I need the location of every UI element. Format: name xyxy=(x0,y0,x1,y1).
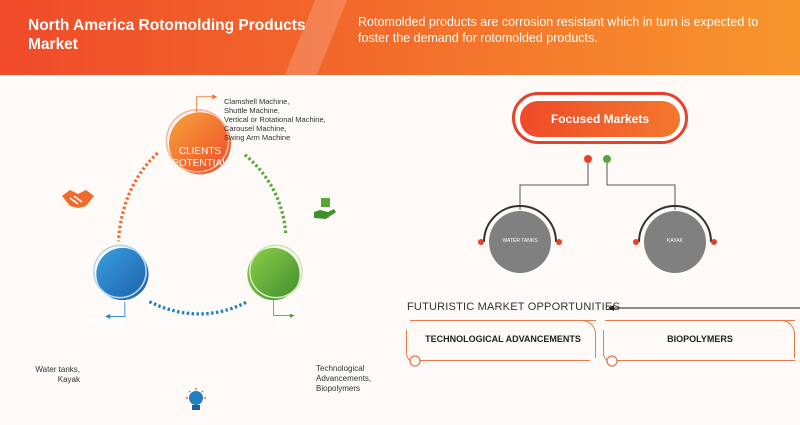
hot-bets-label: HOT BETS xyxy=(258,306,322,330)
opportunity-box-bio-bottom xyxy=(617,360,795,361)
client-focus-notes: Water tanks, Kayak xyxy=(20,365,80,385)
arc-green xyxy=(243,153,288,234)
opportunities-title: FUTURISTIC MARKET OPPORTUNITIES xyxy=(407,301,620,313)
opportunity-biopolymers: BIOPOLYMERS xyxy=(667,334,733,344)
opportunities-arrow xyxy=(608,305,800,311)
arc-orange xyxy=(116,151,159,242)
note-line: Water tanks, xyxy=(35,365,80,374)
client-focus-line1: CLIENT xyxy=(87,306,123,317)
header-description: Rotomolded products are corrosion resist… xyxy=(358,15,759,45)
opportunity-box-bio-top xyxy=(605,320,795,321)
opportunity-technological: TECHNOLOGICAL ADVANCEMENTS xyxy=(425,334,581,344)
client-focus-label: CLIENT FOCUS xyxy=(73,306,137,330)
header-banner: North America Rotomolding Products Marke… xyxy=(0,0,800,75)
note-line: Swing Arm Machine xyxy=(224,133,291,142)
note-line: Technological xyxy=(316,364,365,373)
hot-bets-notes: Technological Advancements, Biopolymers xyxy=(316,364,396,394)
opportunity-bullet xyxy=(409,355,421,367)
market-kayak: KAYAK xyxy=(667,238,683,244)
opportunity-bullet xyxy=(606,355,618,367)
focused-markets-title: Focused Markets xyxy=(520,101,680,137)
page-title: North America Rotomolding Products Marke… xyxy=(28,17,306,53)
circle-hot-bets-bg xyxy=(247,247,300,301)
client-focus-line2: FOCUS xyxy=(87,318,123,329)
arc-blue xyxy=(148,300,249,316)
clients-potential-label: CLIENTS POTENTIAL xyxy=(162,146,238,170)
hot-bets-line2: BETS xyxy=(276,318,304,329)
circle-client-focus-bg xyxy=(96,247,149,301)
opportunity-box-tech-top xyxy=(410,320,596,321)
clients-potential-line2: POTENTIAL xyxy=(172,158,228,169)
focused-markets-tree xyxy=(478,155,717,273)
note-line: Biopolymers xyxy=(316,384,361,393)
note-line: Shuttle Machine, xyxy=(224,106,280,115)
clients-potential-line1: CLIENTS xyxy=(178,146,222,157)
market-water-tanks: WATER TANKS xyxy=(502,238,538,244)
hand-money-icon xyxy=(314,198,336,219)
note-line: Advancements, xyxy=(316,374,372,383)
circle-clients-potential-bg xyxy=(168,112,232,175)
red-dot xyxy=(584,155,592,163)
note-line: Kayak xyxy=(57,375,80,384)
green-dot xyxy=(603,155,611,163)
lightbulb-icon xyxy=(186,388,206,410)
note-line: Vertical or Rotational Machine, xyxy=(224,115,326,124)
clients-potential-notes: Clamshell Machine, Shuttle Machine, Vert… xyxy=(224,97,364,142)
note-line: Clamshell Machine, xyxy=(224,97,290,106)
note-line: Carousel Machine, xyxy=(224,124,287,133)
opportunity-box-tech-bottom xyxy=(420,360,590,361)
cycle-diagram xyxy=(93,94,303,319)
hot-bets-line1: HOT xyxy=(279,306,301,317)
handshake-icon xyxy=(62,190,94,208)
